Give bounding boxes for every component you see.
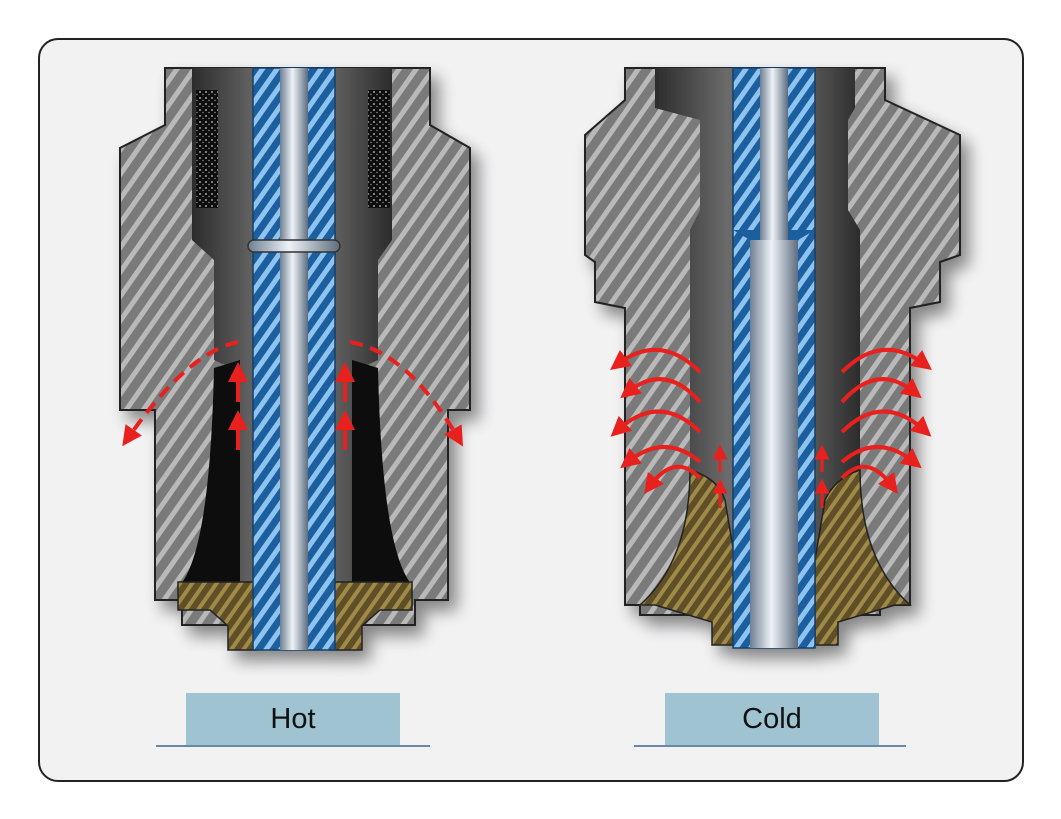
cold-center-rod-wide [750,240,798,648]
cold-center-rod [760,68,788,240]
hot-sealing-right [368,90,390,208]
hot-heat-arrows [122,340,464,450]
cold-insulator-right [814,468,912,646]
cold-heat-arrows [610,347,932,508]
hot-label: Hot [186,693,400,746]
cold-label: Cold [665,693,879,746]
hot-rod-collar [247,239,341,253]
hot-label-baseline [156,745,430,747]
hot-sealing-left [196,90,218,208]
hot-center-rod [280,68,308,650]
hot-insulator-right [352,360,412,585]
cold-spark-plug [584,67,961,649]
hot-insulator-left [180,360,240,585]
cold-label-text: Cold [742,703,802,735]
cold-label-baseline [634,745,906,747]
hot-label-text: Hot [270,703,316,735]
hot-spark-plug [119,67,471,651]
